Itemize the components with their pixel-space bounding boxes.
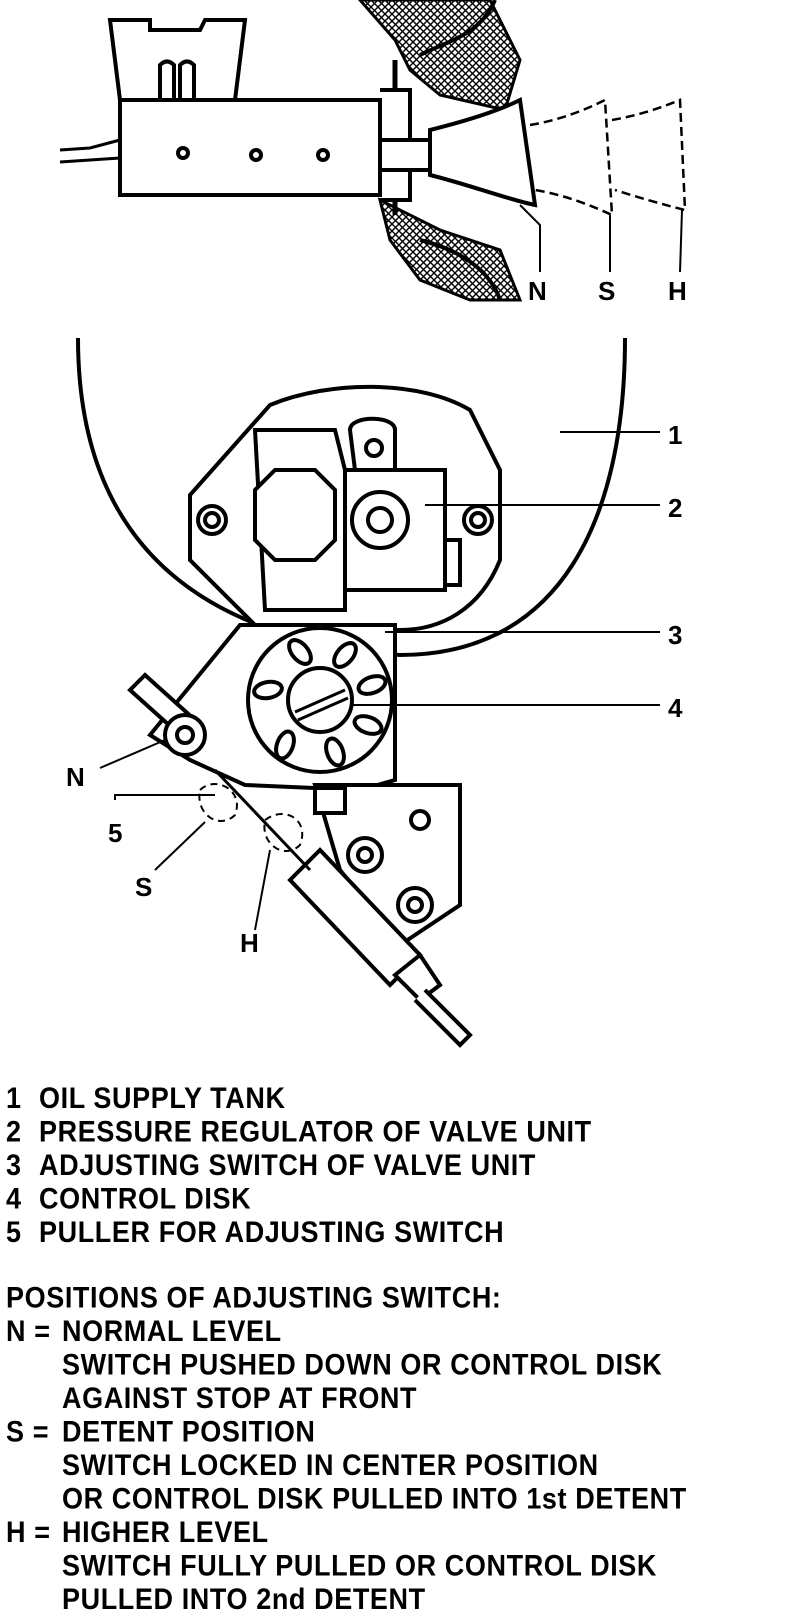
hex-nut <box>253 468 337 562</box>
valve-unit-assembly <box>76 337 660 1048</box>
valve-unit-diagram: N S H <box>59 0 687 1048</box>
position-desc: SWITCH LOCKED IN CENTER POSITION <box>62 1449 599 1482</box>
oil-supply-tank <box>76 337 627 658</box>
callout-s: S <box>135 872 152 902</box>
top-label-n: N <box>528 276 547 306</box>
callout-4: 4 <box>668 693 683 723</box>
pressure-regulator <box>350 490 410 550</box>
callout-2: 2 <box>668 493 682 523</box>
knob-normal <box>428 96 538 208</box>
cable <box>59 138 121 164</box>
switch-cap <box>107 18 248 102</box>
knob-higher <box>611 98 687 212</box>
callout-5: 5 <box>108 818 122 848</box>
position-desc: AGAINST STOP AT FRONT <box>62 1382 418 1415</box>
knob-detent <box>529 98 614 217</box>
switch-housing <box>118 98 382 197</box>
top-label-s: S <box>598 276 615 306</box>
top-label-h: H <box>668 276 687 306</box>
switch-position-detail <box>59 0 687 302</box>
position-desc: SWITCH FULLY PULLED OR CONTROL DISK <box>62 1549 658 1583</box>
callout-h: H <box>240 928 259 958</box>
callout-1: 1 <box>668 420 682 450</box>
lever-pivot <box>163 713 207 757</box>
callout-n: N <box>66 762 85 792</box>
tank-wall-section <box>358 0 522 112</box>
position-key-n: N =NORMAL LEVEL <box>6 1315 282 1348</box>
position-key-s: S =DETENT POSITION <box>6 1415 316 1449</box>
position-desc: SWITCH PUSHED DOWN OR CONTROL DISK <box>62 1348 663 1382</box>
position-key-h: H =HIGHER LEVEL <box>6 1516 269 1549</box>
position-desc: PULLED INTO 2nd DETENT <box>62 1583 426 1616</box>
positions-heading: POSITIONS OF ADJUSTING SWITCH: <box>6 1281 502 1315</box>
position-desc: OR CONTROL DISK PULLED INTO 1st DETENT <box>62 1482 687 1516</box>
callout-3: 3 <box>668 620 682 650</box>
